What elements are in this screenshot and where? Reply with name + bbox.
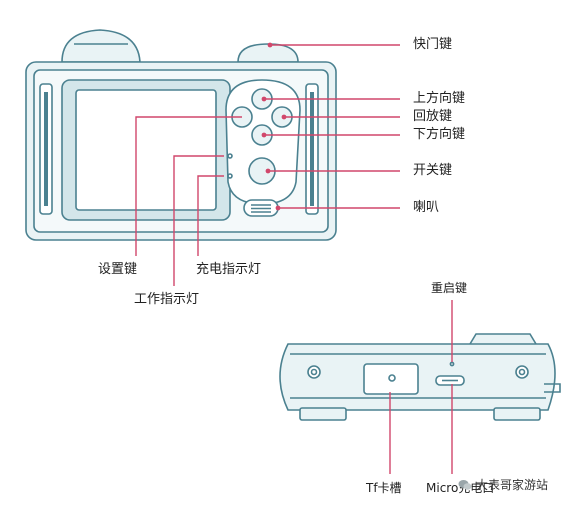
wechat-icon	[458, 479, 472, 490]
work-led	[227, 173, 233, 179]
label-settings: 设置键	[98, 262, 138, 277]
watermark-text: 大表哥家游站	[476, 478, 549, 492]
camera-front-view	[25, 29, 337, 241]
bottom-foot-right	[493, 407, 541, 421]
lcd-screen	[75, 89, 217, 211]
label-power: 开关键	[413, 163, 453, 178]
camera-bottom-view	[279, 333, 561, 421]
watermark: 大表哥家游站	[458, 476, 548, 493]
label-work-led: 工作指示灯	[134, 292, 200, 307]
shutter-button	[237, 43, 299, 63]
bottom-foot-left	[299, 407, 347, 421]
tf-card-slot	[363, 363, 419, 395]
screw-left	[307, 365, 321, 379]
label-micro-usb: Micro充电口	[426, 481, 495, 495]
charge-led	[227, 153, 233, 159]
label-reset: 重启键	[431, 281, 468, 295]
mode-dial	[61, 29, 141, 63]
label-shutter: 快门键	[413, 37, 453, 52]
bottom-leader-lines	[389, 300, 453, 474]
label-up: 上方向键	[413, 91, 466, 106]
label-speaker: 喇叭	[413, 200, 440, 215]
label-playback: 回放键	[413, 109, 453, 124]
screw-right	[515, 365, 529, 379]
front-leader-lines	[135, 44, 400, 286]
label-down: 下方向键	[413, 127, 466, 142]
label-charge-led: 充电指示灯	[196, 262, 262, 277]
reset-hole	[449, 361, 455, 367]
label-tf-slot: Tf卡槽	[366, 481, 402, 495]
